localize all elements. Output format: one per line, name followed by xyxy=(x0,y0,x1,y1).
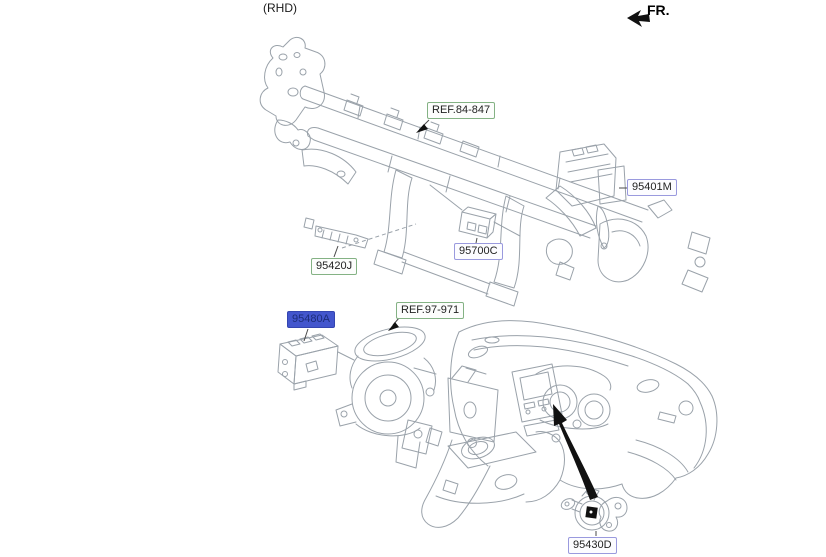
label-95430D[interactable]: 95430D xyxy=(568,537,617,554)
label-95480A-selected[interactable]: 95480A xyxy=(287,311,335,328)
sensor-location-arrow xyxy=(553,404,598,500)
fr-direction-arrow-icon xyxy=(627,10,650,27)
label-95700C[interactable]: 95700C xyxy=(454,243,503,260)
dashboard-drawing xyxy=(422,321,717,528)
variant-note: (RHD) xyxy=(263,1,297,15)
module-95401M-drawing xyxy=(556,144,627,249)
label-95401M[interactable]: 95401M xyxy=(627,179,677,196)
label-ref-97-971[interactable]: REF.97-971 xyxy=(396,302,465,319)
bracket-95420J-drawing xyxy=(304,218,368,257)
ref-crossmember-leader-arrow xyxy=(416,120,429,133)
module-95480A-drawing xyxy=(278,329,354,390)
crossmember-drawing xyxy=(260,37,710,306)
ref-heater-leader-arrow xyxy=(388,318,399,331)
heater-unit-drawing xyxy=(336,321,498,468)
buzzer-95700C-drawing xyxy=(430,185,520,243)
label-95420J[interactable]: 95420J xyxy=(311,258,358,275)
label-ref-84-847[interactable]: REF.84-847 xyxy=(427,102,496,119)
fr-direction-label: FR. xyxy=(647,2,670,18)
